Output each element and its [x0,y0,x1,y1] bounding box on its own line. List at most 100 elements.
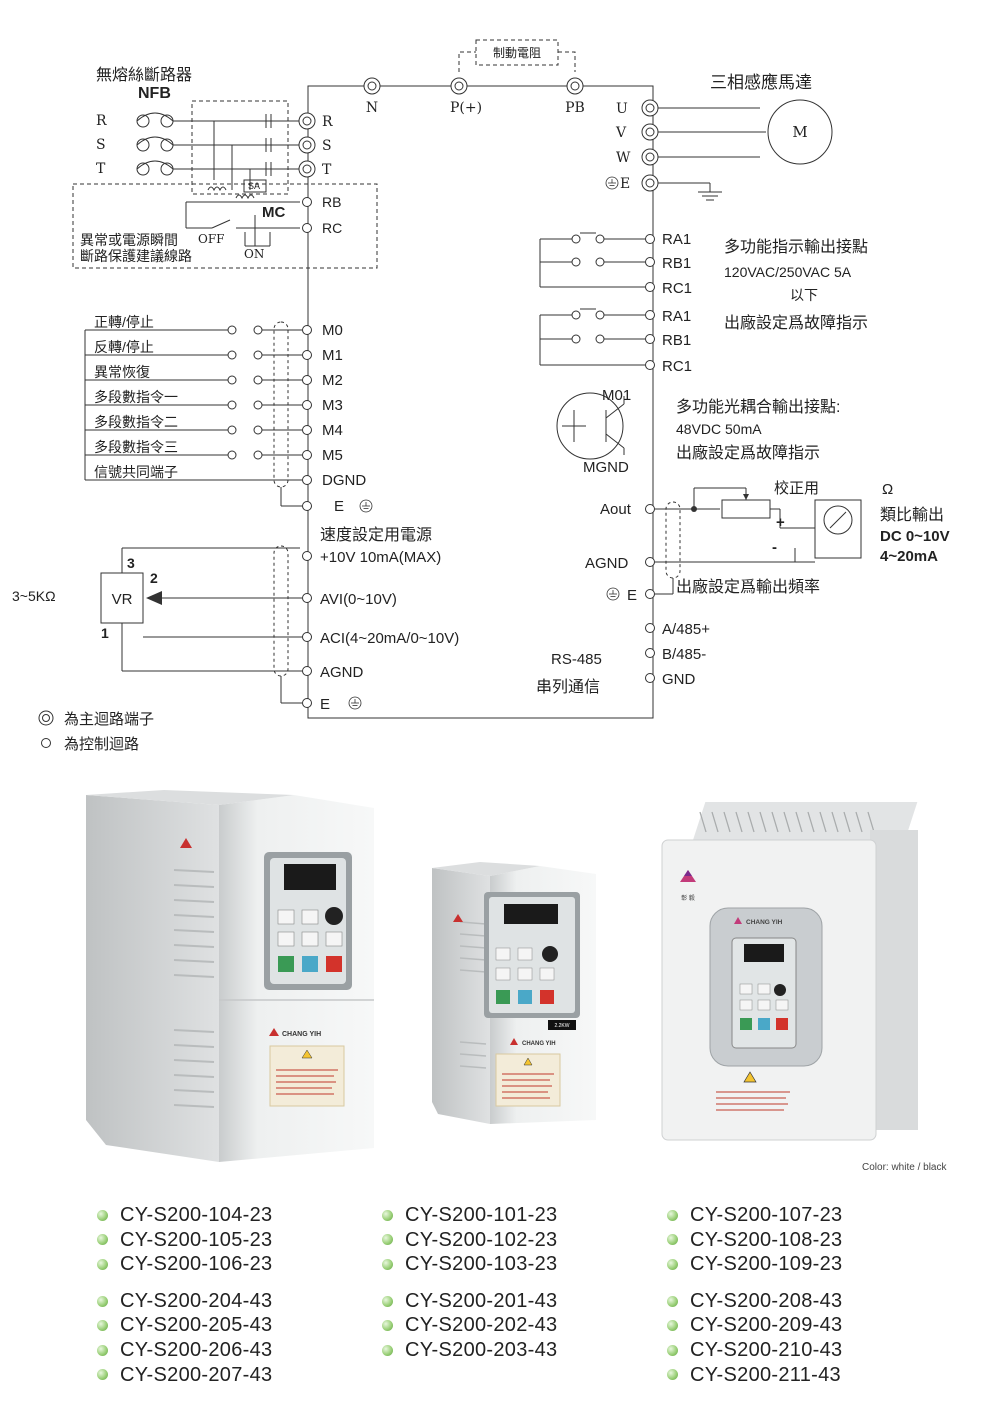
brand-label-small: CHANG YIH [522,1041,556,1047]
terminal-label-aci: ACI(4~20mA/0~10V) [320,630,459,647]
brand-label-large: CHANG YIH [282,1031,321,1038]
terminal-label-mgnd: MGND [583,459,629,476]
bullet-icon [667,1320,678,1332]
wiring-diagram: 制動電阻 無熔絲斷路器 NFB 三相感應馬達 M R S T R S T N P… [12,39,950,753]
list-item: CY-S200-102-23 [382,1228,557,1253]
terminal-s [298,136,316,154]
brand-cn-label: 彰 毅 [681,894,695,902]
bullet-icon [382,1344,393,1356]
legend-main-icon [38,710,54,726]
relay2-rc1: RC1 [662,358,692,375]
bullet-icon [667,1295,678,1307]
meter-box [814,499,862,559]
model-list-col3: CY-S200-107-23 CY-S200-108-23 CY-S200-10… [667,1203,842,1387]
terminal-label-agnd: AGND [320,664,364,681]
label-serial: 串列通信 [536,678,600,696]
terminal-label-a485: A/485+ [662,621,710,638]
terminal-label-e-left: E [334,498,344,515]
input-label-2: 異常恢復 [94,364,150,380]
analog-default: 出廠設定爲輸出頻率 [676,577,820,596]
list-item: CY-S200-103-23 [382,1252,557,1277]
terminal-label-agnd-right: AGND [585,555,629,572]
terminal-label-avi: AVI(0~10V) [320,591,397,608]
terminal-t [298,160,316,178]
terminal-label-e-main: E [620,176,630,192]
bullet-icon [382,1209,393,1221]
bullet-icon [382,1320,393,1332]
bullet-icon [667,1258,678,1270]
color-note: Color: white / black [862,1162,947,1173]
list-item: CY-S200-105-23 [97,1228,272,1253]
model-list-col1: CY-S200-104-23 CY-S200-105-23 CY-S200-10… [97,1203,272,1387]
vr-pin-3: 3 [127,555,135,571]
relay2-ra1: RA1 [662,308,691,325]
terminal-r [298,112,316,130]
list-item: CY-S200-211-43 [667,1363,842,1388]
terminal-label-m01: M01 [602,387,631,404]
label-calibrate: 校正用 [774,480,819,497]
bullet-icon [97,1234,108,1246]
label-mc: MC [262,204,285,221]
list-item: CY-S200-104-23 [97,1203,272,1228]
terminal-label-gnd: GND [662,671,696,688]
bullet-icon [97,1320,108,1332]
brand-label-wall: CHANG YIH [746,919,783,926]
list-item: CY-S200-202-43 [382,1313,557,1338]
label-off: OFF [198,232,225,246]
terminal-label-b485: B/485- [662,646,706,663]
terminal-label-r: R [322,114,333,130]
terminal-label-aout: Aout [600,501,632,518]
input-label-4: 多段數指令二 [94,414,178,430]
terminal-label-rb: RB [322,194,341,210]
input-t: T [96,161,106,177]
input-r: R [96,113,107,129]
label-ohm: Ω [882,481,893,498]
label-braking-resistor: 制動電阻 [493,46,541,60]
legend-control-text: 為控制迴路 [64,736,139,753]
bullet-icon [97,1258,108,1270]
list-item: CY-S200-207-43 [97,1363,272,1388]
list-item: CY-S200-210-43 [667,1338,842,1363]
label-rs485: RS-485 [551,651,602,668]
terminal-label-n: N [366,100,378,116]
list-item: CY-S200-101-23 [382,1203,557,1228]
list-item: CY-S200-206-43 [97,1338,272,1363]
terminal-label-m4: M4 [322,422,343,439]
vr-range: 3~5KΩ [12,588,56,604]
list-item: CY-S200-201-43 [382,1289,557,1314]
analog-out-3: 4~20mA [880,548,938,565]
inverter-wall-photo: 彰 毅 CHANG YIH [661,802,918,1141]
input-label-3: 多段數指令一 [94,389,178,405]
terminal-label-dgnd: DGND [322,472,366,489]
vr-label: VR [112,591,133,608]
bullet-icon [382,1258,393,1270]
analog-out-1: 類比輸出 [880,506,944,524]
label-on: ON [244,247,264,261]
legend-control-icon [41,738,51,748]
terminal-v [641,123,659,141]
bullet-icon [97,1209,108,1221]
list-item: CY-S200-204-43 [97,1289,272,1314]
inverter-small-photo: 2.2KW CHANG YIH [432,862,596,1124]
list-item: CY-S200-209-43 [667,1313,842,1338]
bullet-icon [97,1369,108,1381]
relay-desc-3: 以下 [790,287,818,303]
terminal-label-m5: M5 [322,447,343,464]
speed-power-title: 速度設定用電源 [320,526,432,544]
bullet-icon [667,1344,678,1356]
label-sa: SA [248,181,260,191]
terminal-label-m2: M2 [322,372,343,389]
terminal-label-m3: M3 [322,397,343,414]
terminal-label-v: V [615,125,627,141]
relay-desc-2: 120VAC/250VAC 5A [724,264,852,280]
terminal-label-10v: +10V 10mA(MAX) [320,549,441,566]
input-label-5: 多段數指令三 [94,439,178,455]
label-plus: + [776,514,785,531]
terminal-label-p: P(+) [450,100,482,116]
list-item: CY-S200-106-23 [97,1252,272,1277]
terminal-label-e-bottom: E [320,696,330,713]
bullet-icon [382,1234,393,1246]
terminal-label-t: T [322,162,332,178]
input-s: S [96,137,106,153]
label-nfb-cn: 無熔絲斷路器 [96,66,192,84]
